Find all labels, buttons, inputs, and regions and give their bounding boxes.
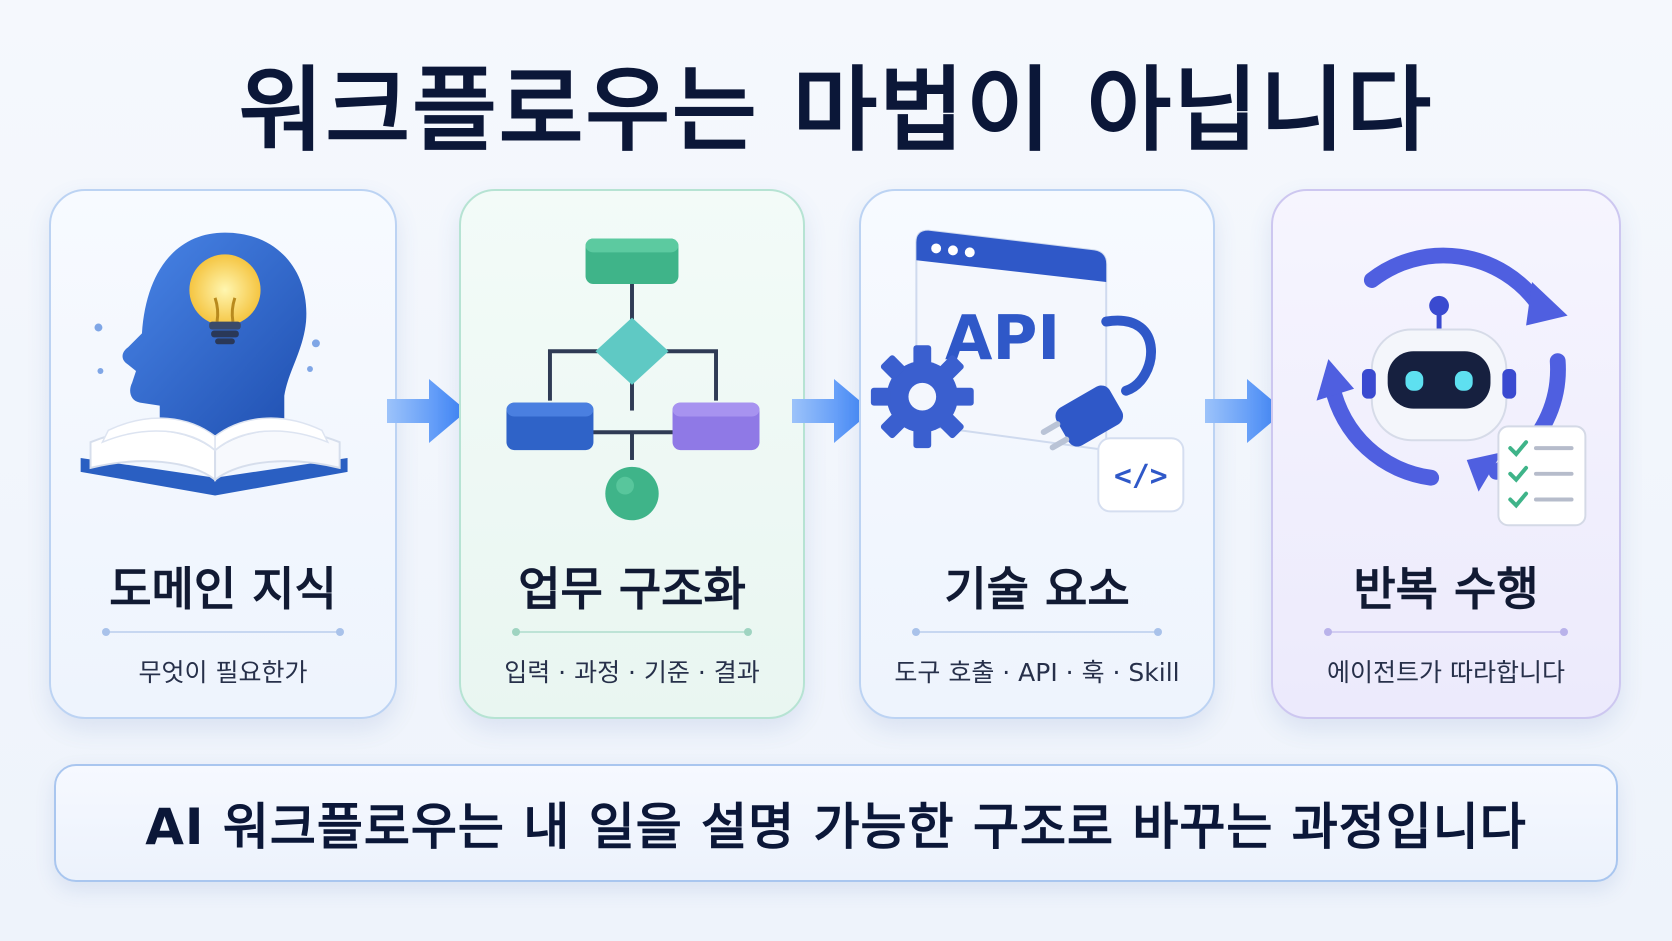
- card-repeated-execution: 반복 수행 에이전트가 따라합니다: [1271, 189, 1621, 719]
- card-work-structuring: 업무 구조화 입력 · 과정 · 기준 · 결과: [459, 189, 805, 719]
- card-subtitle: 입력 · 과정 · 기준 · 결과: [504, 658, 760, 687]
- card-divider: [512, 628, 752, 636]
- api-text: API: [945, 303, 1060, 374]
- svg-text:</>: </>: [1114, 458, 1168, 493]
- card-title: 기술 요소: [944, 562, 1130, 616]
- robot-cycle-checklist-icon: [1273, 211, 1619, 531]
- card-divider: [912, 628, 1162, 636]
- summary-box: AI 워크플로우는 내 일을 설명 가능한 구조로 바꾸는 과정입니다: [54, 764, 1618, 882]
- card-divider: [1324, 628, 1568, 636]
- flow-arrow-icon: [790, 375, 874, 447]
- card-title: 업무 구조화: [518, 562, 746, 616]
- card-domain-knowledge: 도메인 지식 무엇이 필요한가: [49, 189, 397, 719]
- card-title: 도메인 지식: [109, 562, 337, 616]
- summary-text: AI 워크플로우는 내 일을 설명 가능한 구조로 바꾸는 과정입니다: [145, 798, 1527, 856]
- card-subtitle: 무엇이 필요한가: [138, 658, 308, 687]
- card-subtitle: 에이전트가 따라합니다: [1327, 658, 1565, 687]
- flow-arrow-icon: [385, 375, 469, 447]
- page-title: 워크플로우는 마법이 아닙니다: [238, 57, 1434, 164]
- card-title: 반복 수행: [1353, 562, 1539, 616]
- flow-arrow-icon: [1203, 375, 1287, 447]
- head-lightbulb-book-icon: [51, 211, 395, 531]
- card-divider: [102, 628, 344, 636]
- api-plug-gear-icon: API: [861, 211, 1213, 531]
- card-technical-elements: API: [859, 189, 1215, 719]
- card-subtitle: 도구 호출 · API · 훅 · Skill: [894, 658, 1180, 687]
- flowchart-icon: [461, 211, 803, 531]
